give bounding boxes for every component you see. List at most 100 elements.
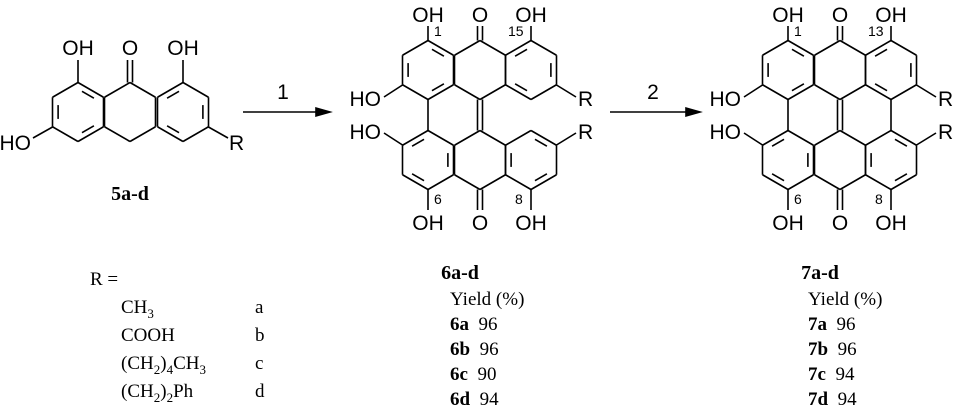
atom-label-oh: OH bbox=[772, 4, 804, 27]
position-number: 1 bbox=[794, 23, 802, 39]
ring-bond bbox=[454, 129, 481, 146]
ring-bond bbox=[402, 129, 429, 146]
substituent-group: COOH bbox=[121, 325, 175, 346]
ring-bond bbox=[104, 81, 131, 98]
ring-bond bbox=[402, 39, 429, 56]
yield-value: 96 bbox=[827, 314, 856, 335]
ring-bond bbox=[454, 174, 481, 191]
yield-row: 7d 94 bbox=[808, 387, 882, 412]
compound-6-structure: OH O OH HO HO R R OH O OH 1 15 6 8 bbox=[350, 4, 594, 235]
yield-value: 96 bbox=[828, 339, 857, 360]
substituent-letter: c bbox=[255, 353, 264, 374]
atom-label-r: R bbox=[578, 121, 593, 144]
ring-bond bbox=[182, 126, 209, 143]
double-bond-inner bbox=[534, 138, 548, 147]
position-number: 6 bbox=[794, 191, 802, 207]
compound-id: 6c bbox=[450, 364, 468, 385]
compound-5-structure: OH O OH HO R 5a-d bbox=[0, 37, 244, 205]
ring-bond bbox=[762, 84, 789, 101]
bond bbox=[916, 84, 937, 98]
double-bond-inner bbox=[771, 138, 785, 147]
substituent-group: CH3 bbox=[121, 297, 154, 321]
bond-lines bbox=[32, 26, 937, 210]
atom-label-r: R bbox=[938, 88, 953, 111]
double-bond-inner bbox=[166, 125, 180, 134]
ring-bond bbox=[530, 129, 557, 146]
double-bond-inner bbox=[81, 125, 95, 134]
atom-label-o: O bbox=[832, 4, 848, 27]
bond bbox=[208, 126, 229, 139]
double-bond-inner bbox=[431, 83, 445, 92]
atom-label-r: R bbox=[229, 132, 244, 155]
ring-bond bbox=[865, 129, 892, 146]
double-bond-inner bbox=[431, 48, 445, 57]
yield-row: 6c 90 bbox=[450, 362, 524, 387]
ring-bond bbox=[839, 129, 866, 146]
yield-value: 94 bbox=[828, 389, 857, 410]
ring-bond bbox=[505, 174, 532, 191]
compound-id: 7a bbox=[808, 314, 827, 335]
double-bond-inner bbox=[411, 138, 425, 147]
ring-bond bbox=[530, 84, 557, 101]
reaction-arrow-1-head bbox=[315, 106, 333, 118]
ring-bond bbox=[479, 84, 506, 101]
ring-bond bbox=[104, 126, 131, 143]
reaction-arrow-2-head bbox=[685, 106, 703, 118]
ring-bond bbox=[505, 39, 532, 56]
yield-value: 96 bbox=[470, 339, 499, 360]
bond bbox=[743, 132, 763, 146]
ring-bond bbox=[890, 39, 917, 56]
atom-label-oh: OH bbox=[412, 212, 444, 235]
double-bond-inner bbox=[81, 90, 95, 99]
ring-bond bbox=[530, 174, 557, 191]
compound-id: 6d bbox=[450, 389, 471, 410]
ring-bond bbox=[839, 39, 866, 56]
bond bbox=[32, 126, 53, 139]
compound-id: 7d bbox=[808, 389, 829, 410]
ring-bond bbox=[890, 129, 917, 146]
ring-bond bbox=[865, 84, 892, 101]
ring-bond bbox=[865, 174, 892, 191]
atom-label-ho: HO bbox=[710, 88, 742, 111]
ring-bond bbox=[787, 129, 814, 146]
ring-bond bbox=[157, 126, 184, 143]
yield-row: 6b 96 bbox=[450, 337, 524, 362]
atom-label-oh: OH bbox=[412, 4, 444, 27]
yield-row: 7c 94 bbox=[808, 362, 882, 387]
atom-label-oh: OH bbox=[62, 37, 94, 60]
bond bbox=[383, 132, 403, 146]
compound-label-5: 5a-d bbox=[111, 183, 149, 205]
yield-value: 94 bbox=[825, 364, 855, 385]
yield-value: 90 bbox=[467, 364, 497, 385]
position-number: 1 bbox=[434, 23, 442, 39]
atom-label-r: R bbox=[578, 88, 593, 111]
yield-value: 94 bbox=[470, 389, 499, 410]
atom-label-o: O bbox=[472, 212, 488, 235]
ring-bond bbox=[787, 39, 814, 56]
ring-bond bbox=[814, 174, 841, 191]
double-bond-inner bbox=[874, 83, 888, 92]
double-bond-inner bbox=[894, 138, 908, 147]
ring-bond bbox=[839, 84, 866, 101]
compound-id: 7b bbox=[808, 339, 829, 360]
double-bond-inner bbox=[514, 48, 528, 57]
yield-header: Yield (%) bbox=[450, 289, 525, 310]
position-number: 8 bbox=[515, 191, 523, 207]
ring-bond bbox=[890, 174, 917, 191]
atom-label-ho: HO bbox=[710, 121, 742, 144]
position-number: 8 bbox=[875, 191, 883, 207]
ring-bond bbox=[402, 84, 429, 101]
ring-bond bbox=[77, 81, 104, 98]
yield-row: 6a 96 bbox=[450, 312, 524, 337]
compound-label-7: 7a-d bbox=[801, 262, 839, 284]
substituent-group: (CH2)4CH3 bbox=[121, 353, 206, 377]
ring-bond bbox=[479, 174, 506, 191]
ring-bond bbox=[505, 84, 532, 101]
ring-bond bbox=[890, 84, 917, 101]
ring-bond bbox=[814, 129, 841, 146]
atom-label-oh: OH bbox=[875, 4, 907, 27]
double-bond-inner bbox=[166, 90, 180, 99]
